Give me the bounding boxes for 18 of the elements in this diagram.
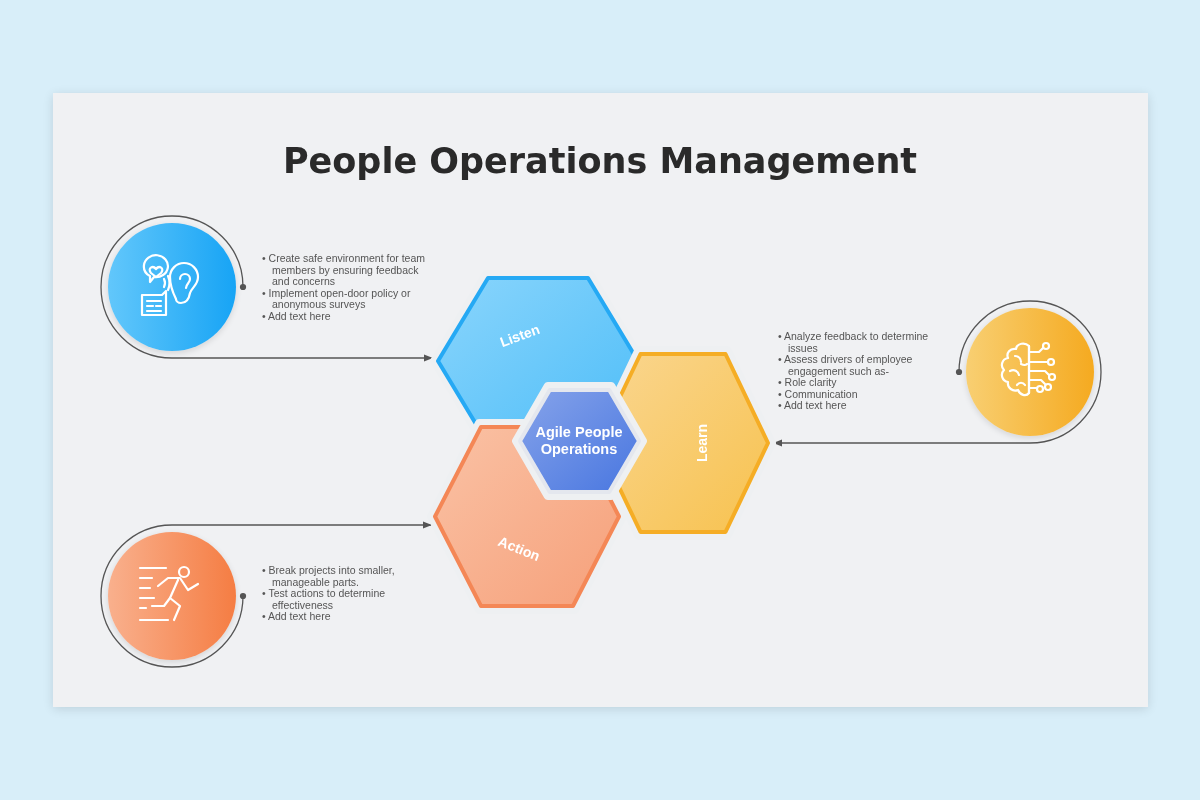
- connector-arrow: [773, 300, 1102, 447]
- bullet-text: • Break projects into smaller, manageable parts.: [262, 565, 396, 588]
- bullet-text: • Add text here: [778, 400, 848, 412]
- bullet-text: • Assess drivers of employee engagement such as-: [778, 354, 914, 377]
- bullet-text: • Create safe environment for team members by ensuring feedback and concerns: [262, 253, 426, 288]
- bullet-text: • Communication: [778, 388, 859, 400]
- connector-arrow: [100, 215, 433, 362]
- hexagon-label: Agile People Operations: [534, 424, 624, 458]
- bullet-text: • Test actions to determine effectiveness: [262, 588, 387, 611]
- bullet-text: • Implement open-door policy or anonymous surveys: [262, 287, 412, 311]
- connector-arrow: [100, 521, 432, 668]
- hexagon-label: Learn: [692, 423, 711, 463]
- bullet-text: • Role clarity: [778, 377, 837, 389]
- title: People Operations Management: [281, 140, 919, 183]
- bullet-text: • Add text here: [262, 611, 332, 623]
- bullet-text: • Analyze feedback to determine issues: [778, 331, 930, 354]
- bullet-text: • Add text here: [262, 310, 331, 322]
- hexagon-label: Listen: [497, 319, 543, 353]
